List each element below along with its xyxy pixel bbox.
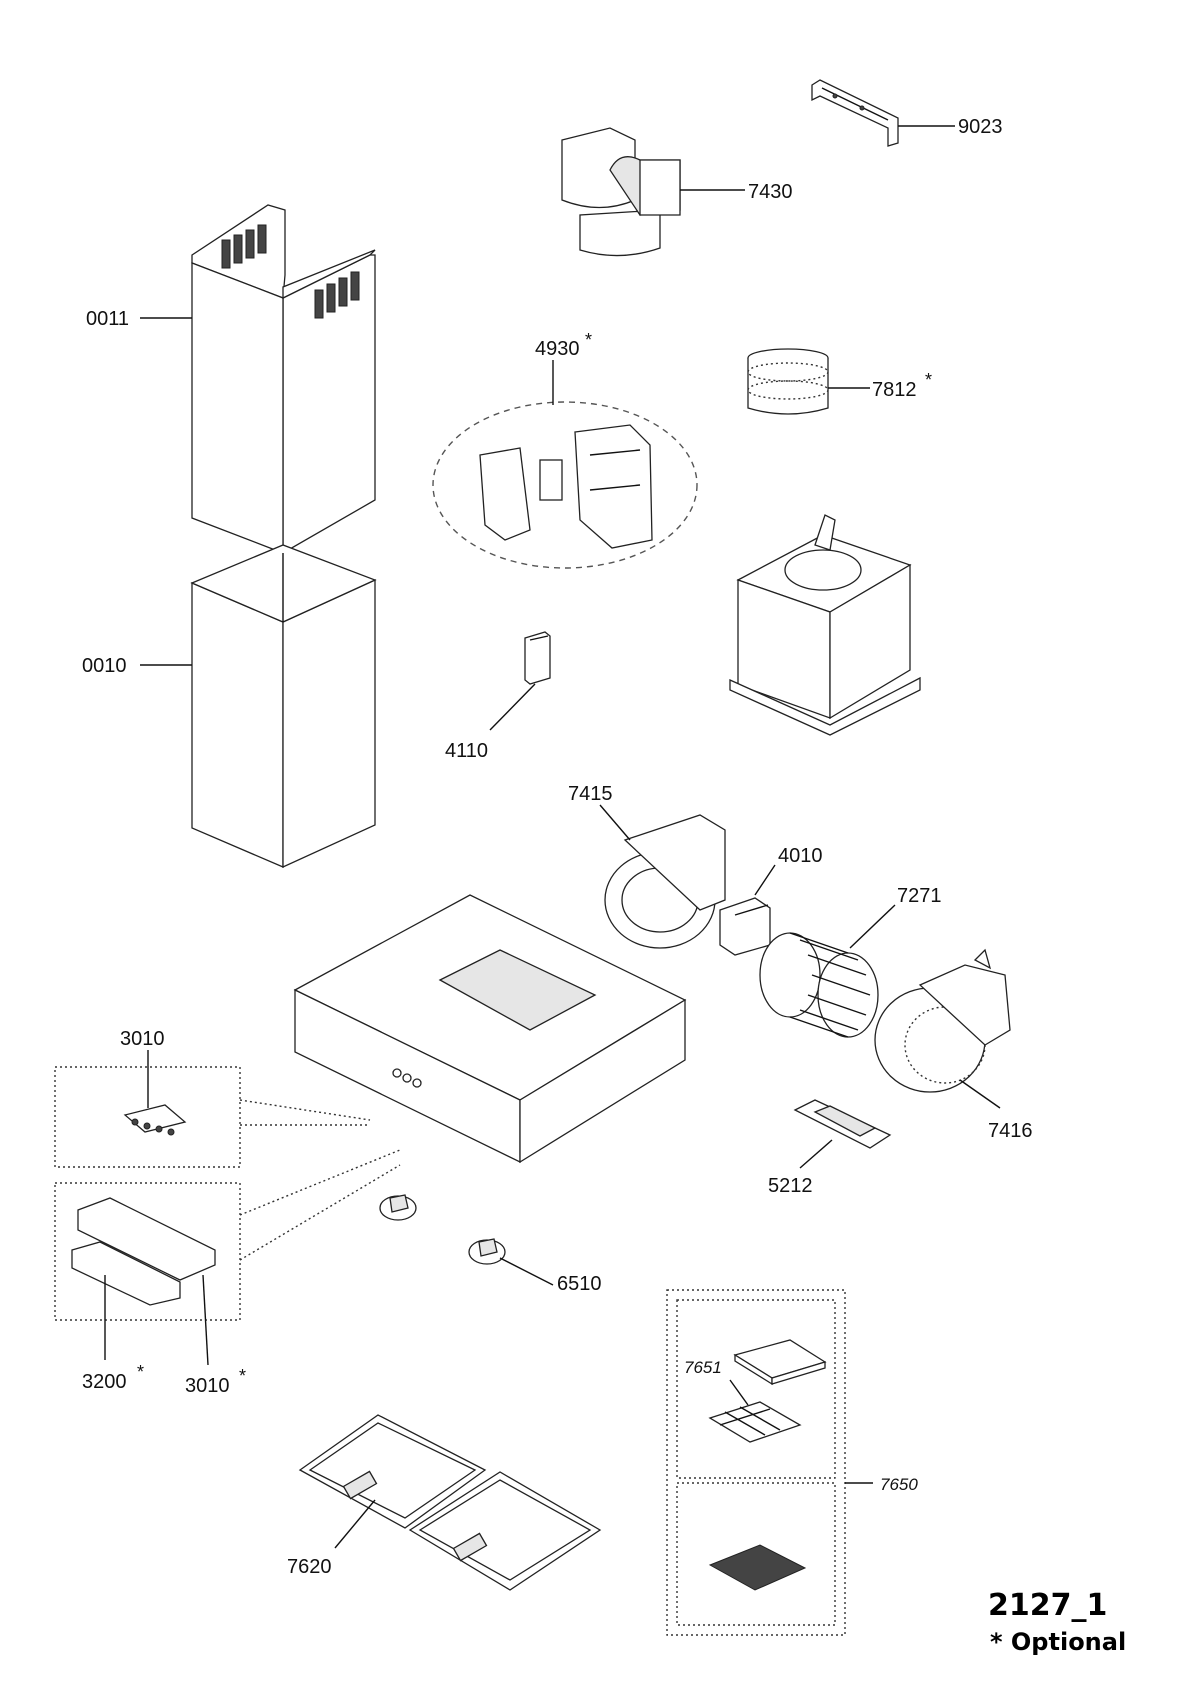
- hood-canopy: [293, 894, 687, 1164]
- part-7620-grease-filters: [298, 1414, 602, 1591]
- label-0010: 0010: [82, 655, 127, 677]
- label-4010: 4010: [778, 845, 823, 867]
- part-7415-blower-housing: [599, 804, 726, 949]
- optional-mark-3200: *: [137, 1362, 144, 1382]
- label-4110: 4110: [445, 740, 488, 762]
- part-4010-capacitor: [719, 864, 776, 956]
- diagram-code: 2127_1: [988, 1588, 1107, 1623]
- part-7650-carbon-filter-kit: [666, 1289, 873, 1636]
- part-0010-lower-chimney: [140, 544, 377, 869]
- label-7415: 7415: [568, 783, 613, 805]
- label-6510: 6510: [557, 1273, 602, 1295]
- part-7812-collar: [747, 348, 870, 415]
- label-3010-top: 3010: [120, 1028, 165, 1050]
- label-3010-bottom: 3010: [185, 1375, 230, 1397]
- part-4930-control-board: [432, 360, 698, 569]
- label-9023: 9023: [958, 116, 1003, 138]
- label-7430: 7430: [748, 181, 793, 203]
- optional-mark-7812: *: [925, 370, 932, 390]
- label-7620: 7620: [287, 1556, 332, 1578]
- part-3010-control-switch: [54, 1050, 371, 1168]
- part-9023-bracket: [811, 79, 955, 147]
- part-7416-blower-assembly: [874, 948, 1011, 1109]
- optional-legend: * Optional: [990, 1628, 1126, 1656]
- label-3200: 3200: [82, 1371, 127, 1393]
- label-4930: 4930: [535, 338, 580, 360]
- part-3200-3010-electronic-control: [54, 1149, 401, 1366]
- label-7812: 7812: [872, 379, 917, 401]
- label-7416: 7416: [988, 1120, 1033, 1142]
- label-0011: 0011: [86, 308, 129, 330]
- label-7271: 7271: [897, 885, 942, 907]
- motor-housing-box: [729, 514, 921, 736]
- label-5212: 5212: [768, 1175, 813, 1197]
- label-7650: 7650: [880, 1475, 918, 1494]
- optional-mark-3010: *: [239, 1366, 246, 1386]
- part-6510-knobs: [379, 1194, 554, 1286]
- part-4110-module: [489, 631, 551, 731]
- part-5212-lamp: [793, 1099, 892, 1169]
- optional-mark-4930: *: [585, 330, 592, 350]
- label-7651: 7651: [684, 1358, 722, 1377]
- part-7430-outlet-adapter: [561, 127, 745, 257]
- part-0011-upper-chimney: [140, 204, 376, 555]
- part-7271-fan-wheel: [759, 904, 896, 1038]
